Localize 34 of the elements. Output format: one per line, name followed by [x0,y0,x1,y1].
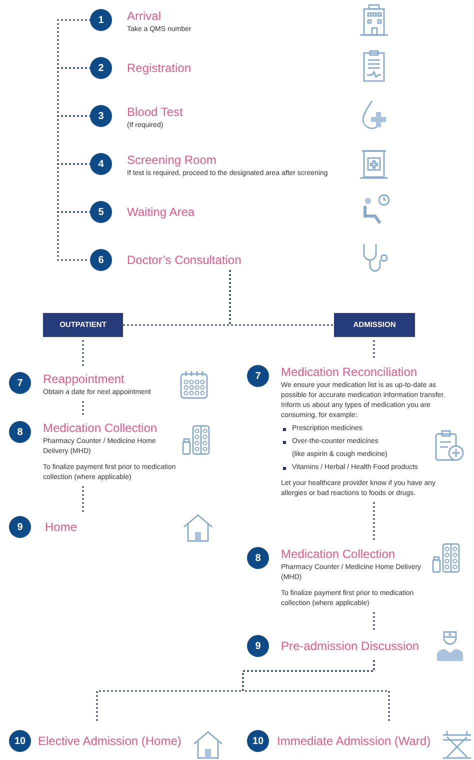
step-title: Screening Room [127,153,218,168]
step-title: Medication Collection [281,547,396,562]
dotted-connector [82,486,84,513]
step-title: Immediate Admission (Ward) [277,733,431,750]
step-title: Blood Test [127,105,183,120]
step-number: 8 [247,547,269,569]
dotted-connector [82,340,84,369]
step-title: Medication Collection [43,421,158,436]
step-number: 3 [90,105,112,127]
dotted-connector [57,211,91,261]
step-title: Reappointment [43,372,126,387]
step-number: 10 [247,730,269,752]
step-title: Waiting Area [127,204,195,221]
step-title: Arrival [127,9,162,24]
step-number: 10 [9,730,31,752]
step-number: 2 [90,57,112,79]
step-title: Registration [127,60,192,77]
dotted-connector [82,401,84,418]
step-number: 6 [90,249,112,271]
step-number: 4 [90,153,112,175]
step-title: Elective Admission (Home) [38,733,182,750]
step-number: 7 [9,372,31,394]
step-title: Pre-admission Discussion [281,638,420,655]
step-number: 1 [90,9,112,31]
step-number: 8 [9,421,31,443]
dotted-connector [229,270,335,326]
step-title: Doctor’s Consultation [127,252,242,269]
step-number: 9 [247,635,269,657]
step-title: Home [45,519,78,536]
step-number: 5 [90,201,112,223]
dotted-connector [373,612,375,632]
step-title: Medication Reconciliation [281,365,418,380]
step-number: 7 [247,365,269,387]
step-number: 9 [9,516,31,538]
